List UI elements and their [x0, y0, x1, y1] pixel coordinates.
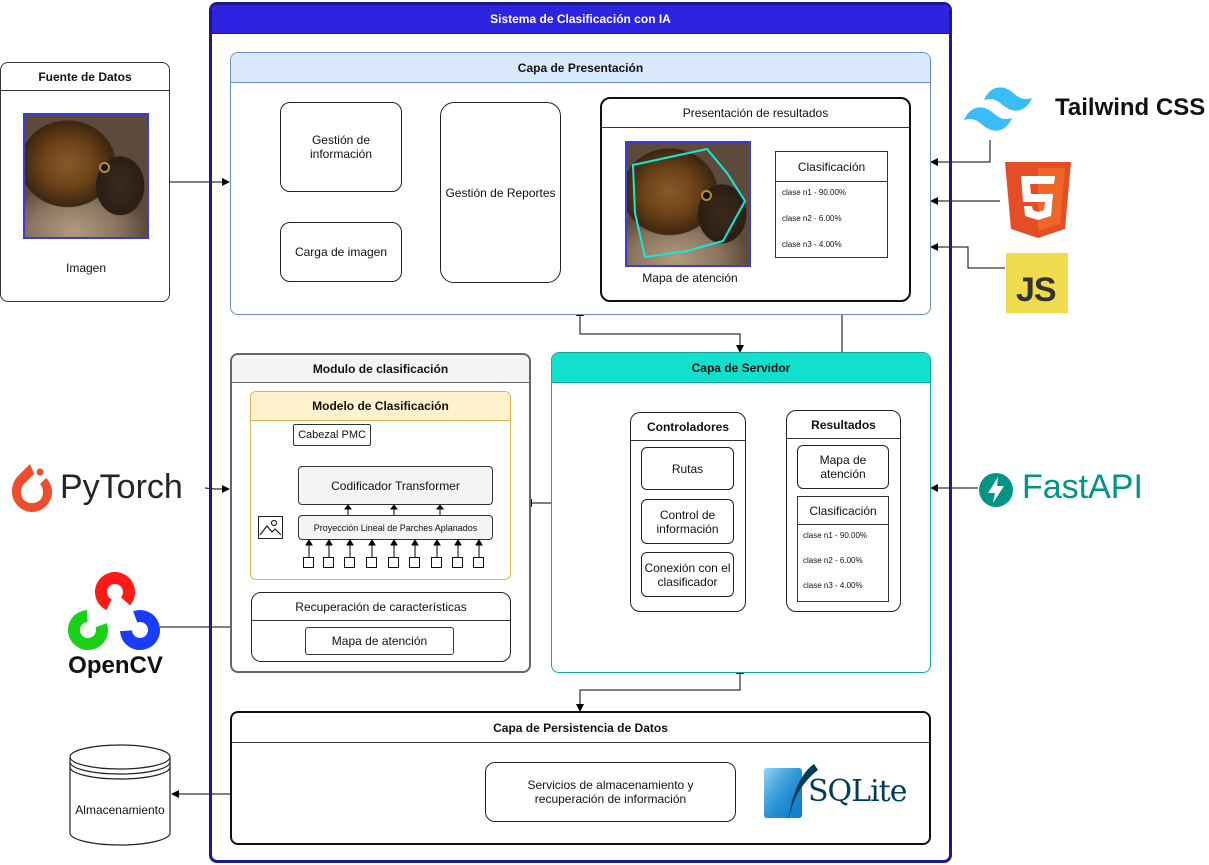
- presentation-class-2: clase n2 - 6.00%: [782, 214, 842, 223]
- patch-2: [323, 557, 334, 568]
- results-presentation-title: Presentación de resultados: [602, 99, 909, 128]
- database-icon: [69, 744, 171, 846]
- controllers-title: Controladores: [631, 413, 745, 441]
- attention-map-caption: Mapa de atención: [642, 271, 738, 285]
- presentation-class-1: clase n1 - 90.00%: [782, 188, 847, 197]
- feature-attention-map: Mapa de atención: [305, 627, 454, 655]
- storage-service-box[interactable]: Servicios de almacenamiento y recuperaci…: [485, 762, 736, 822]
- sqlite-feather-icon: [764, 764, 818, 822]
- feature-recovery-title: Recuperación de características: [252, 593, 510, 621]
- presentation-class-3: clase n3 - 4.00%: [782, 240, 842, 249]
- tailwind-icon: [964, 87, 1032, 131]
- sqlite-logo: SQLite: [762, 762, 912, 826]
- data-source-panel: Fuente de Datos Imagen: [0, 62, 170, 302]
- results-presentation-panel: Presentación de resultados: [600, 97, 911, 302]
- attention-map-image: [625, 141, 751, 267]
- fastapi-logo: FastAPI: [978, 468, 1178, 512]
- pytorch-wordmark: PyTorch: [60, 468, 183, 506]
- image-input-icon: [258, 516, 283, 539]
- tailwind-logo: Tailwind CSS: [962, 82, 1207, 137]
- image-upload-box[interactable]: Carga de imagen: [280, 222, 402, 282]
- server-class-2: clase n2 - 6.00%: [803, 556, 863, 565]
- routes-box[interactable]: Rutas: [641, 447, 734, 490]
- opencv-rings-icon: [68, 572, 160, 650]
- server-results-title: Resultados: [787, 411, 900, 439]
- system-title: Sistema de Clasificación con IA: [212, 5, 949, 34]
- opencv-logo: OpenCV: [68, 572, 163, 682]
- classifier-connection-box[interactable]: Conexión con el clasificador: [641, 552, 734, 597]
- server-results-panel: Resultados: [786, 410, 901, 612]
- persistence-title: Capa de Persistencia de Datos: [232, 713, 929, 743]
- encoder-input-arrows: [344, 505, 444, 515]
- attention-outline: [631, 147, 747, 259]
- patch-1: [303, 557, 314, 568]
- turtle-image: [23, 113, 149, 239]
- server-class-1: clase n1 - 90.00%: [803, 531, 868, 540]
- js-wordmark: JS: [1016, 271, 1057, 309]
- server-classification-title: Clasificación: [798, 497, 888, 525]
- server-classification-table: Clasificación clase n1 - 90.00% clase n2…: [797, 496, 889, 602]
- patch-arrows: [305, 540, 483, 557]
- sqlite-wordmark: SQLite: [808, 774, 907, 809]
- reports-box[interactable]: Gestión de Reportes: [440, 102, 561, 283]
- server-title: Capa de Servidor: [552, 353, 930, 383]
- tailwind-wordmark: Tailwind CSS: [1055, 94, 1206, 121]
- patch-6: [409, 557, 420, 568]
- server-class-3: clase n3 - 4.00%: [803, 581, 863, 590]
- pytorch-flame-icon: [12, 464, 52, 512]
- js-logo: JS: [1006, 253, 1068, 313]
- info-management-box[interactable]: Gestión de información: [280, 102, 402, 192]
- patch-7: [431, 557, 442, 568]
- mlp-head: Cabezal PMC: [293, 424, 371, 446]
- classification-module-title: Modulo de clasificación: [232, 355, 529, 383]
- image-caption: Imagen: [65, 261, 107, 275]
- system-container: Sistema de Clasificación con IA: [209, 2, 952, 863]
- patch-8: [452, 557, 463, 568]
- data-source-title: Fuente de Datos: [1, 63, 169, 91]
- presentation-classification-title: Clasificación: [776, 152, 887, 182]
- patch-4: [366, 557, 377, 568]
- fastapi-wordmark: FastAPI: [1022, 468, 1143, 506]
- transformer-encoder: Codificador Transformer: [298, 466, 493, 505]
- linear-projection: Proyección Lineal de Parches Aplanados: [298, 515, 493, 540]
- presentation-title: Capa de Presentación: [231, 53, 930, 83]
- storage-cylinder: Almacenamiento: [68, 743, 172, 846]
- pytorch-logo: PyTorch: [0, 458, 210, 520]
- presentation-classification-table: Clasificación clase n1 - 90.00% clase n2…: [775, 151, 888, 258]
- opencv-wordmark: OpenCV: [68, 652, 163, 679]
- patch-5: [388, 557, 399, 568]
- html5-icon: [1005, 162, 1071, 238]
- fastapi-bolt-icon: [979, 473, 1013, 507]
- html5-logo: [1005, 162, 1071, 238]
- server-attention-map[interactable]: Mapa de atención: [797, 445, 889, 489]
- storage-label: Almacenamiento: [75, 803, 165, 817]
- patch-3: [344, 557, 355, 568]
- patch-9: [473, 557, 484, 568]
- classification-model-title: Modelo de Clasificación: [251, 392, 510, 421]
- info-control-box[interactable]: Control de información: [641, 499, 734, 544]
